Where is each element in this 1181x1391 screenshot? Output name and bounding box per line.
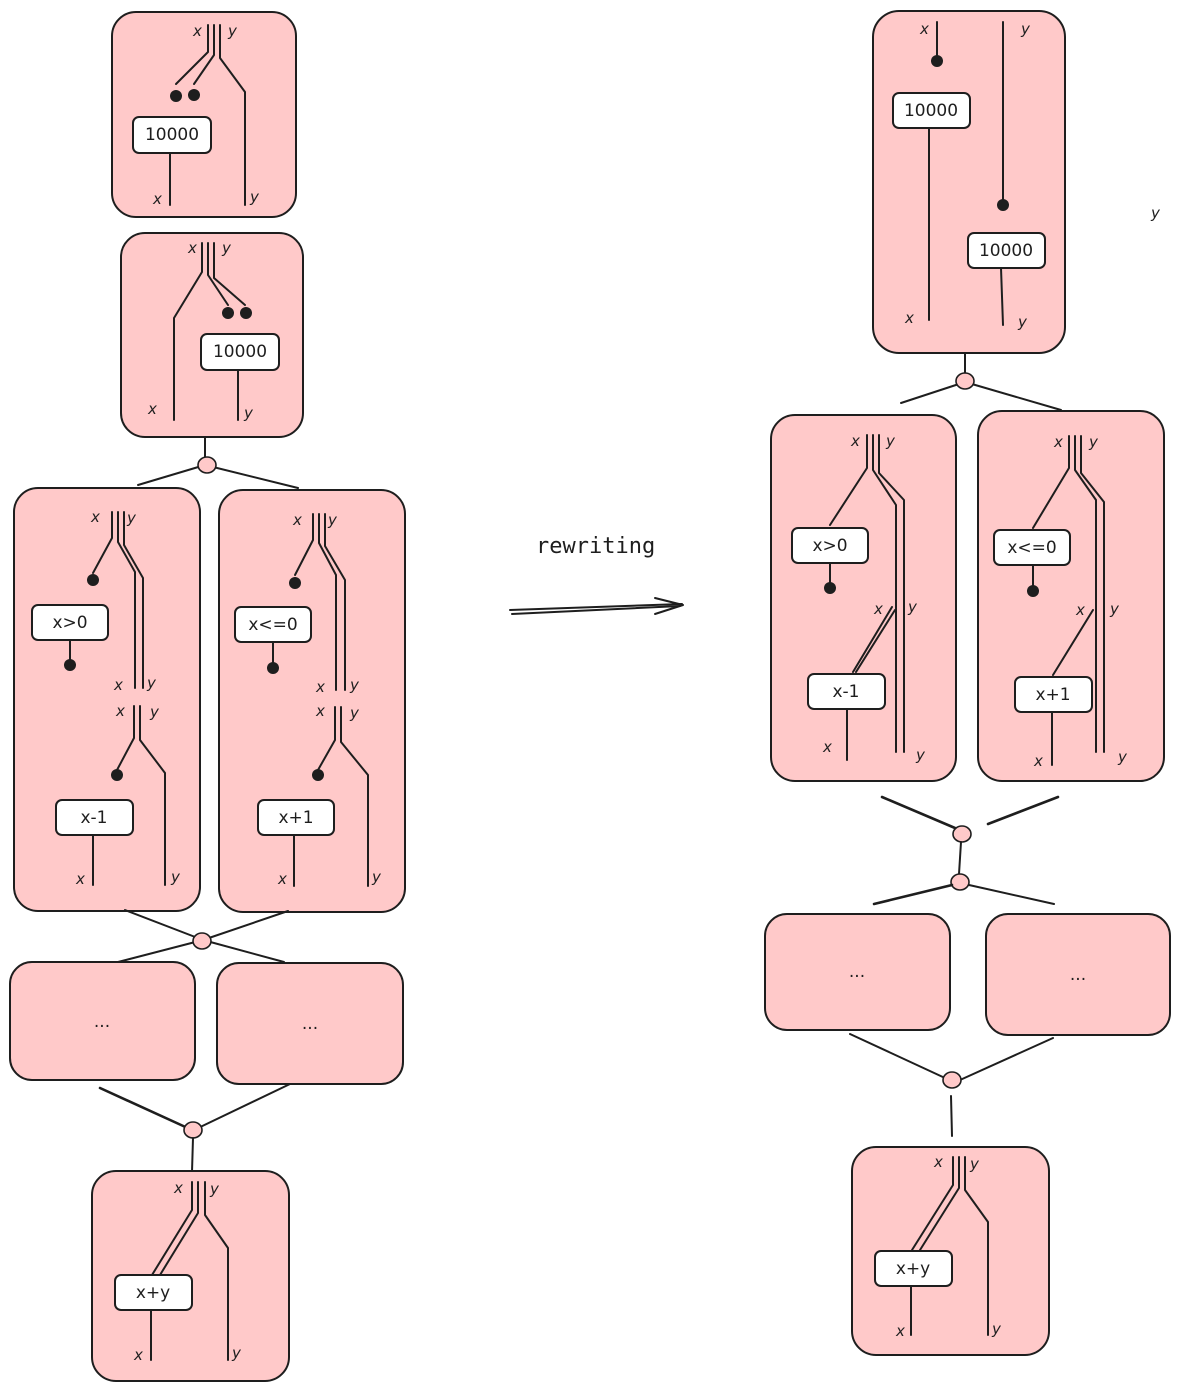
split-node xyxy=(950,873,970,891)
op-label-cond-pos: x>0 xyxy=(812,536,847,556)
op-label-dec: x-1 xyxy=(832,682,859,702)
rewriting-arrow: rewriting xyxy=(509,534,684,615)
wire-label-x: x xyxy=(173,1179,183,1197)
wire-label-y: y xyxy=(209,1180,220,1198)
wire-label-y: y xyxy=(243,404,254,422)
box-ellipsis-left-1: ... xyxy=(9,961,196,1081)
op-label-cond-nonpos: x<=0 xyxy=(248,615,297,635)
arrow-caption: rewriting xyxy=(536,534,655,559)
right-diagram: 10000 10000 x y x y y x>0 xyxy=(764,10,1171,1356)
ellipsis-text: ... xyxy=(94,1012,110,1032)
wire-label-y: y xyxy=(907,598,918,616)
box-branch-pos: x>0 x-1 x y x y x y xyxy=(770,414,957,782)
wire-label-y: y xyxy=(915,746,926,764)
box-sum-right: x+y x y x y xyxy=(851,1146,1050,1356)
split-node xyxy=(955,372,975,390)
wire-label-y: y xyxy=(249,188,260,206)
wire-label-x: x xyxy=(147,400,157,418)
wire-label-x: x xyxy=(315,702,325,720)
wire-label-x: x xyxy=(873,600,883,618)
wire-label-y: y xyxy=(1117,748,1128,766)
wire-label-x: x xyxy=(113,676,123,694)
wire-label-y: y xyxy=(1109,600,1120,618)
wire-label-y: y xyxy=(885,432,896,450)
left-diagram: 10000 x y x y 10000 x y x y xyxy=(9,11,406,1382)
wire-label-y: y xyxy=(1088,433,1099,451)
wire-label-y: y xyxy=(170,868,181,886)
wire-label-x: x xyxy=(1053,433,1063,451)
split-node xyxy=(197,456,217,474)
merge-node xyxy=(942,1071,962,1089)
merge-node xyxy=(192,932,212,950)
wire-label-y: y xyxy=(327,511,338,529)
wire-label-x: x xyxy=(933,1153,943,1171)
op-label-cond-pos: x>0 xyxy=(52,613,87,633)
box-init-x: 10000 x y x y xyxy=(111,11,297,218)
merge-node xyxy=(183,1121,203,1139)
wire-label-x: x xyxy=(90,508,100,526)
merge-node xyxy=(952,825,972,843)
op-label-init-1: 10000 xyxy=(145,125,199,145)
ellipsis-text: ... xyxy=(302,1014,318,1034)
wire-label-x: x xyxy=(292,511,302,529)
box-branch-nonpos: x<=0 x+1 x y x y x y xyxy=(977,410,1165,782)
box-ellipsis-left-2: ... xyxy=(216,962,404,1085)
wire-label-y: y xyxy=(991,1320,1002,1338)
op-label-inc: x+1 xyxy=(1035,685,1070,705)
box-init-both: 10000 10000 x y x y xyxy=(872,10,1066,354)
wire-label-y: y xyxy=(371,868,382,886)
wire-label-x: x xyxy=(904,309,914,327)
wire-label-y: y xyxy=(146,674,157,692)
wire-label-x: x xyxy=(192,22,202,40)
op-label-init-2: 10000 xyxy=(213,342,267,362)
wire-label-y: y xyxy=(149,703,160,721)
wire-label-y: y xyxy=(227,22,238,40)
wire-label-x: x xyxy=(1075,601,1085,619)
box-ellipsis-right-2: ... xyxy=(985,913,1171,1036)
op-label-init-2: 10000 xyxy=(979,241,1033,261)
op-label-init-1: 10000 xyxy=(904,101,958,121)
stray-label-y: y xyxy=(1150,204,1161,222)
op-label-sum: x+y xyxy=(136,1283,170,1303)
wire-label-x: x xyxy=(919,20,929,38)
wire-label-y: y xyxy=(231,1344,242,1362)
box-branch-pos: x>0 x-1 x y x y x y x y xyxy=(13,487,201,912)
wire-label-y: y xyxy=(1020,20,1031,38)
box-sum-left: x+y x y x y xyxy=(91,1170,290,1382)
box-init-y: 10000 x y x y xyxy=(120,232,304,438)
wire-label-x: x xyxy=(895,1322,905,1340)
wire-label-x: x xyxy=(115,702,125,720)
wire-label-x: x xyxy=(187,239,197,257)
wire-label-y: y xyxy=(126,509,137,527)
wire-label-y: y xyxy=(349,704,360,722)
ellipsis-text: ... xyxy=(849,962,865,982)
wire-label-x: x xyxy=(75,870,85,888)
wire-label-x: x xyxy=(1033,752,1043,770)
wire-label-x: x xyxy=(850,432,860,450)
wire-label-x: x xyxy=(822,738,832,756)
wire-label-x: x xyxy=(277,870,287,888)
op-label-cond-nonpos: x<=0 xyxy=(1007,538,1056,558)
wire-label-y: y xyxy=(969,1155,980,1173)
op-label-sum: x+y xyxy=(896,1259,930,1279)
ellipsis-text: ... xyxy=(1070,965,1086,985)
op-label-inc: x+1 xyxy=(278,808,313,828)
wire-label-y: y xyxy=(221,239,232,257)
box-branch-nonpos: x<=0 x+1 x y x y x y x y xyxy=(218,489,406,913)
wire-label-y: y xyxy=(1017,313,1028,331)
op-label-dec: x-1 xyxy=(80,808,107,828)
wire-label-y: y xyxy=(349,676,360,694)
wire-label-x: x xyxy=(133,1346,143,1364)
wire-label-x: x xyxy=(315,678,325,696)
wire-label-x: x xyxy=(152,190,162,208)
box-ellipsis-right-1: ... xyxy=(764,913,951,1031)
